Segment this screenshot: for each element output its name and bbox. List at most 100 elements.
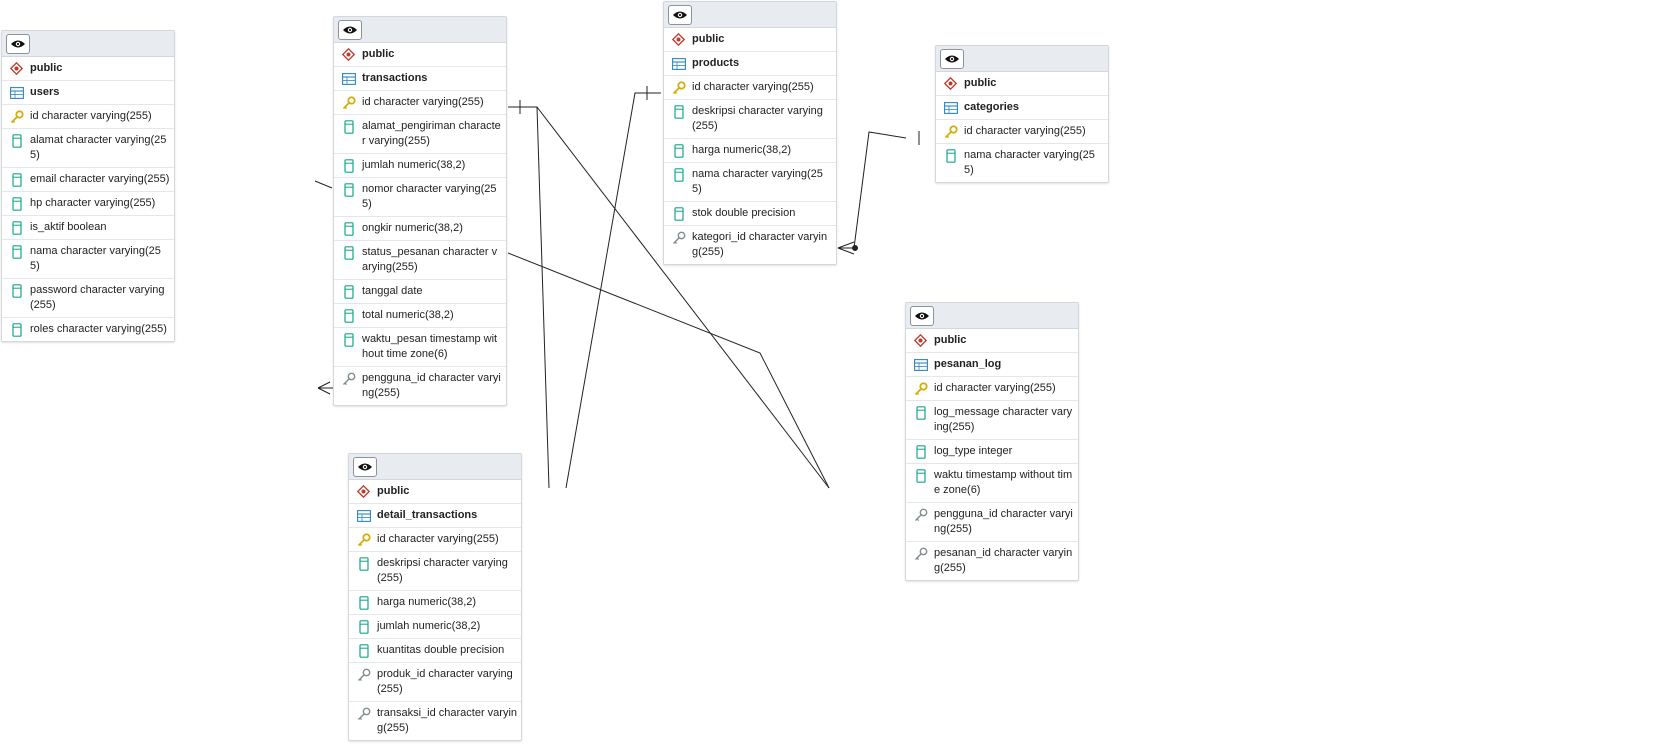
primary-key-icon xyxy=(671,80,686,95)
column-row[interactable]: nama character varying(255) xyxy=(664,163,836,202)
schema-row-label: public xyxy=(377,485,410,497)
column-row[interactable]: nomor character varying(255) xyxy=(334,178,506,217)
view-toggle-button[interactable] xyxy=(940,48,964,69)
column-row[interactable]: alamat character varying(255) xyxy=(2,129,174,168)
column-row-label: deskripsi character varying (255) xyxy=(377,557,508,584)
column-row[interactable]: roles character varying(255) xyxy=(2,318,174,341)
column-row-label: kuantitas double precision xyxy=(377,644,505,656)
column-row[interactable]: nama character varying(255) xyxy=(936,144,1108,182)
table-name-row[interactable]: detail_transactions xyxy=(349,504,521,528)
column-row-label: tanggal date xyxy=(362,285,423,297)
table-name-row[interactable]: pesanan_log xyxy=(906,353,1078,377)
column-row[interactable]: is_aktif boolean xyxy=(2,216,174,240)
schema-row[interactable]: public xyxy=(334,43,506,67)
column-row[interactable]: id character varying(255) xyxy=(2,105,174,129)
column-row-label: waktu_pesan timestamp without time zone(… xyxy=(362,333,498,360)
eye-icon xyxy=(343,26,357,33)
view-toggle-button[interactable] xyxy=(6,33,30,54)
column-row[interactable]: kategori_id character varying(255) xyxy=(664,226,836,264)
column-row[interactable]: log_type integer xyxy=(906,440,1078,464)
column-row[interactable]: ongkir numeric(38,2) xyxy=(334,217,506,241)
column-row[interactable]: waktu timestamp without time zone(6) xyxy=(906,464,1078,503)
schema-row[interactable]: public xyxy=(906,329,1078,353)
schema-icon xyxy=(671,32,686,47)
column-row[interactable]: password character varying(255) xyxy=(2,279,174,318)
column-icon xyxy=(913,405,928,420)
column-row-label: nama character varying(255) xyxy=(692,168,823,195)
column-row[interactable]: log_message character varying(255) xyxy=(906,401,1078,440)
table-node-header xyxy=(664,2,836,28)
column-row-label: kategori_id character varying(255) xyxy=(692,231,828,258)
column-row[interactable]: id character varying(255) xyxy=(936,120,1108,144)
zero-marker xyxy=(852,245,858,251)
column-row[interactable]: id character varying(255) xyxy=(906,377,1078,401)
column-row[interactable]: harga numeric(38,2) xyxy=(349,591,521,615)
view-toggle-button[interactable] xyxy=(910,305,934,326)
column-row[interactable]: pengguna_id character varying(255) xyxy=(334,367,506,405)
column-row[interactable]: id character varying(255) xyxy=(349,528,521,552)
column-row[interactable]: id character varying(255) xyxy=(664,76,836,100)
column-row[interactable]: stok double precision xyxy=(664,202,836,226)
column-row[interactable]: pesanan_id character varying(255) xyxy=(906,542,1078,580)
schema-row[interactable]: public xyxy=(2,57,174,81)
table-icon xyxy=(913,357,928,372)
column-row[interactable]: hp character varying(255) xyxy=(2,192,174,216)
column-row-label: pesanan_id character varying(255) xyxy=(934,547,1073,574)
column-row-label: log_message character varying(255) xyxy=(934,406,1073,433)
column-row[interactable]: kuantitas double precision xyxy=(349,639,521,663)
table-name-row[interactable]: products xyxy=(664,52,836,76)
column-row-label: nama character varying(255) xyxy=(30,245,161,272)
view-toggle-button[interactable] xyxy=(668,4,692,25)
column-row[interactable]: produk_id character varying(255) xyxy=(349,663,521,702)
schema-row[interactable]: public xyxy=(349,480,521,504)
column-row[interactable]: waktu_pesan timestamp without time zone(… xyxy=(334,328,506,367)
column-row[interactable]: jumlah numeric(38,2) xyxy=(334,154,506,178)
table-name-row[interactable]: categories xyxy=(936,96,1108,120)
column-icon xyxy=(341,332,356,347)
schema-row[interactable]: public xyxy=(936,72,1108,96)
column-row[interactable]: id character varying(255) xyxy=(334,91,506,115)
column-row[interactable]: nama character varying(255) xyxy=(2,240,174,279)
column-icon xyxy=(9,172,24,187)
column-row-label: id character varying(255) xyxy=(964,125,1086,137)
table-node-body: public users id character varying(255)alam… xyxy=(2,57,174,341)
column-row-label: status_pesanan character varying(255) xyxy=(362,246,498,273)
table-name-row-label: users xyxy=(30,86,60,98)
column-row[interactable]: deskripsi character varying (255) xyxy=(664,100,836,139)
column-icon xyxy=(9,196,24,211)
view-toggle-button[interactable] xyxy=(353,456,377,477)
column-row[interactable]: transaksi_id character varying(255) xyxy=(349,702,521,740)
column-row[interactable]: deskripsi character varying (255) xyxy=(349,552,521,591)
column-row[interactable]: total numeric(38,2) xyxy=(334,304,506,328)
view-toggle-button[interactable] xyxy=(338,19,362,40)
column-row[interactable]: alamat_pengiriman character varying(255) xyxy=(334,115,506,154)
link-transactions-log xyxy=(507,252,830,489)
table-name-row[interactable]: transactions xyxy=(334,67,506,91)
column-row[interactable]: status_pesanan character varying(255) xyxy=(334,241,506,280)
table-name-row-label: detail_transactions xyxy=(377,509,478,521)
column-row[interactable]: email character varying(255) xyxy=(2,168,174,192)
column-icon xyxy=(341,182,356,197)
table-name-row[interactable]: users xyxy=(2,81,174,105)
schema-row[interactable]: public xyxy=(664,28,836,52)
column-row[interactable]: tanggal date xyxy=(334,280,506,304)
column-row[interactable]: harga numeric(38,2) xyxy=(664,139,836,163)
column-row[interactable]: pengguna_id character varying(255) xyxy=(906,503,1078,542)
table-icon xyxy=(671,56,686,71)
primary-key-icon xyxy=(9,109,24,124)
column-row-label: nomor character varying(255) xyxy=(362,183,497,210)
table-name-row-label: pesanan_log xyxy=(934,358,1002,370)
column-row[interactable]: jumlah numeric(38,2) xyxy=(349,615,521,639)
table-node-header xyxy=(349,454,521,480)
table-node-users[interactable]: public users id character varying(255)alam… xyxy=(1,30,175,342)
column-icon xyxy=(671,167,686,182)
column-icon xyxy=(671,143,686,158)
